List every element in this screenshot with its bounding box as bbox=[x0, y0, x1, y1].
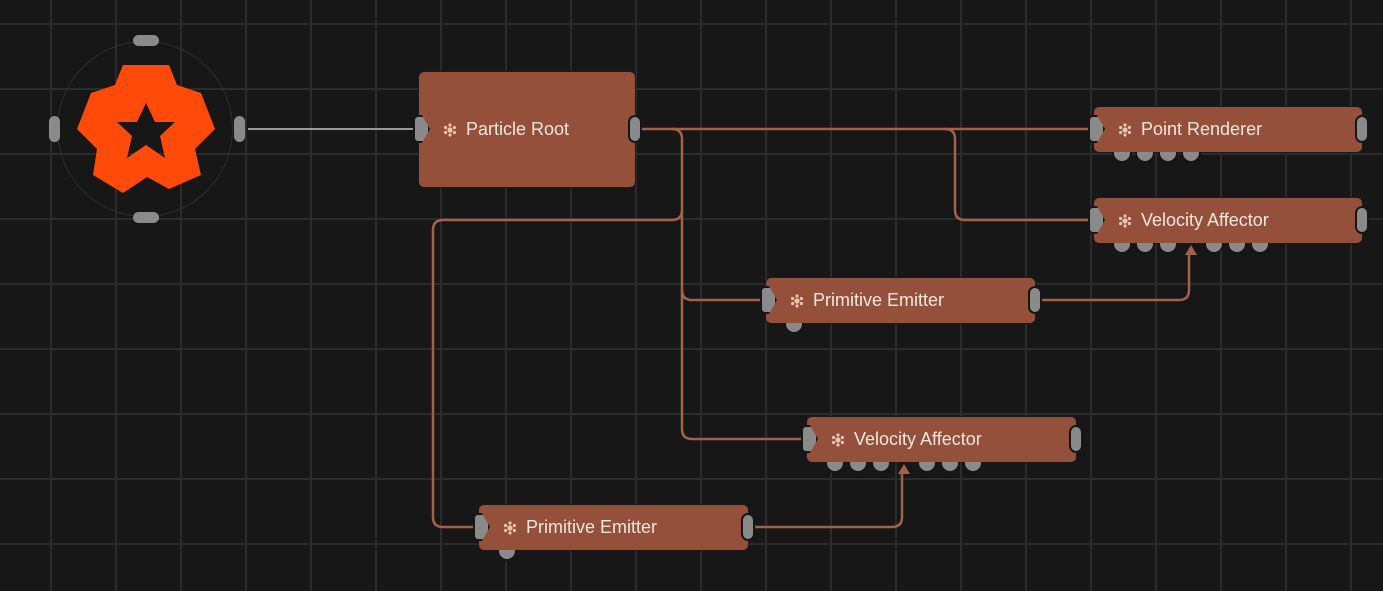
gear-icon bbox=[1119, 213, 1131, 228]
node-label: Particle Root bbox=[466, 119, 570, 139]
output-port[interactable] bbox=[1355, 206, 1369, 234]
node-title: Velocity Affector bbox=[1118, 210, 1269, 231]
orange-star-gear-logo-icon bbox=[77, 65, 215, 193]
output-port[interactable] bbox=[741, 513, 755, 541]
input-port[interactable] bbox=[801, 425, 818, 453]
bottom-ports bbox=[497, 550, 520, 561]
bottom-ports bbox=[825, 462, 986, 473]
node-label: Primitive Emitter bbox=[526, 517, 658, 537]
node-point-renderer[interactable]: Point Renderer bbox=[1088, 107, 1369, 163]
gear-icon bbox=[1119, 122, 1131, 137]
node-label: Velocity Affector bbox=[1141, 210, 1269, 230]
node-label: Velocity Affector bbox=[854, 429, 982, 449]
node-title: Point Renderer bbox=[1118, 119, 1262, 140]
bottom-port[interactable] bbox=[1112, 152, 1132, 163]
bottom-port[interactable] bbox=[1135, 243, 1155, 254]
gear-icon bbox=[504, 520, 516, 535]
output-port[interactable] bbox=[1069, 425, 1083, 453]
gear-icon bbox=[444, 122, 456, 137]
bottom-port[interactable] bbox=[784, 323, 804, 334]
node-primitive-emitter-1[interactable]: Primitive Emitter bbox=[760, 278, 1042, 334]
output-port[interactable] bbox=[628, 115, 642, 143]
root-port-bottom[interactable] bbox=[133, 212, 159, 223]
input-arrow-icon bbox=[1181, 243, 1201, 254]
bottom-ports bbox=[784, 323, 807, 334]
wire-primitive-emitter-1-to-velocity-affector-1 bbox=[1042, 252, 1191, 302]
output-port[interactable] bbox=[1355, 115, 1369, 143]
wire-particle-root-to-primitive-emitter-1 bbox=[671, 127, 764, 302]
root-port-top[interactable] bbox=[133, 35, 159, 46]
input-arrow-icon bbox=[894, 462, 914, 473]
bottom-port[interactable] bbox=[940, 462, 960, 473]
node-primitive-emitter-2[interactable]: Primitive Emitter bbox=[473, 505, 755, 561]
node-title: Primitive Emitter bbox=[790, 290, 944, 311]
node-title: Primitive Emitter bbox=[503, 517, 657, 538]
bottom-port[interactable] bbox=[1204, 243, 1224, 254]
output-port[interactable] bbox=[1028, 286, 1042, 314]
input-port[interactable] bbox=[1088, 206, 1105, 234]
bottom-ports bbox=[1112, 152, 1204, 163]
bottom-port[interactable] bbox=[1158, 152, 1178, 163]
root-port-right[interactable] bbox=[234, 116, 245, 142]
node-title: Velocity Affector bbox=[831, 429, 982, 450]
node-title: Particle Root bbox=[443, 119, 569, 140]
bottom-port[interactable] bbox=[963, 462, 983, 473]
gear-icon bbox=[832, 432, 844, 447]
node-label: Primitive Emitter bbox=[813, 290, 945, 310]
bottom-port[interactable] bbox=[1250, 243, 1270, 254]
node-label: Point Renderer bbox=[1141, 119, 1263, 139]
root-port-left[interactable] bbox=[49, 116, 60, 142]
input-port[interactable] bbox=[413, 115, 430, 143]
node-velocity-affector-2[interactable]: Velocity Affector bbox=[801, 417, 1083, 473]
wire-particle-root-to-velocity-affector-1 bbox=[944, 127, 1092, 222]
bottom-port[interactable] bbox=[1181, 152, 1201, 163]
root-node[interactable] bbox=[49, 33, 245, 225]
input-port[interactable] bbox=[760, 286, 777, 314]
bottom-port[interactable] bbox=[1135, 152, 1155, 163]
bottom-port[interactable] bbox=[848, 462, 868, 473]
bottom-port[interactable] bbox=[1227, 243, 1247, 254]
input-port[interactable] bbox=[473, 513, 490, 541]
bottom-port[interactable] bbox=[1158, 243, 1178, 254]
bottom-ports bbox=[1112, 243, 1273, 254]
wire-particle-root-to-primitive-emitter-2 bbox=[431, 209, 684, 529]
bottom-port[interactable] bbox=[871, 462, 891, 473]
bottom-port[interactable] bbox=[825, 462, 845, 473]
bottom-port[interactable] bbox=[917, 462, 937, 473]
node-velocity-affector-1[interactable]: Velocity Affector bbox=[1088, 198, 1369, 254]
bottom-port[interactable] bbox=[497, 550, 517, 561]
input-port[interactable] bbox=[1088, 115, 1105, 143]
node-particle-root[interactable]: Particle Root bbox=[413, 72, 642, 187]
bottom-port[interactable] bbox=[1112, 243, 1132, 254]
wire-primitive-emitter-2-to-velocity-affector-2 bbox=[755, 470, 904, 529]
gear-icon bbox=[791, 293, 803, 308]
